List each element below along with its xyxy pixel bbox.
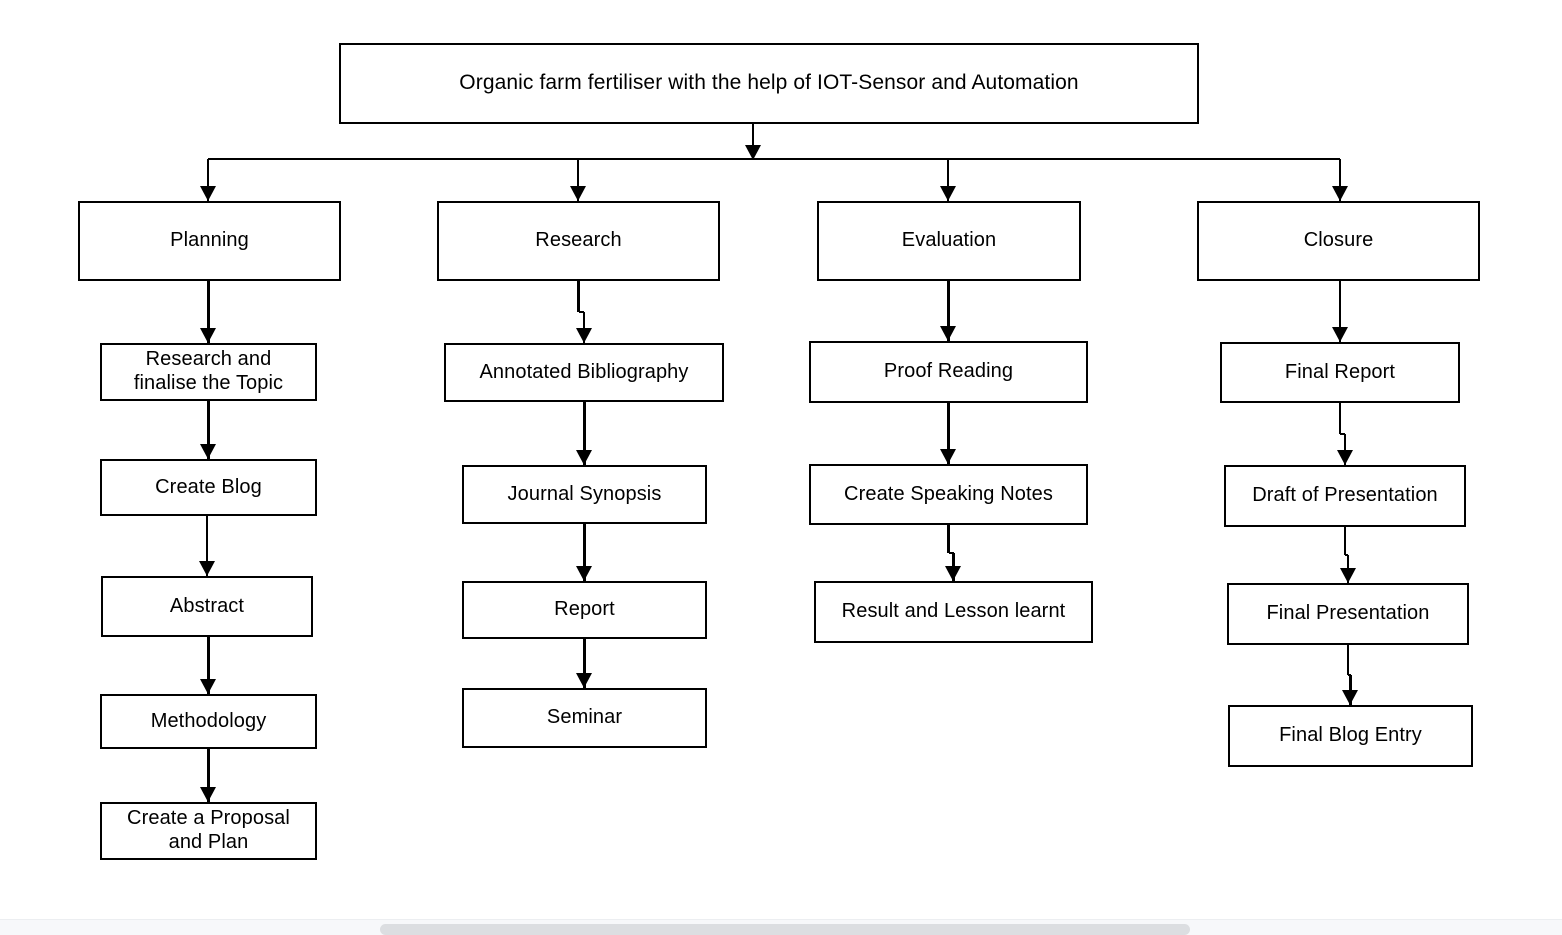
task-evaluation-2[interactable]: Result and Lesson learnt: [814, 581, 1093, 643]
task-planning-4[interactable]: Create a Proposal and Plan: [100, 802, 317, 860]
task-planning-3-arrow: [200, 679, 216, 694]
task-research-0-line-b: [582, 312, 586, 343]
task-evaluation-1[interactable]: Create Speaking Notes: [809, 464, 1088, 525]
task-research-2-label: Report: [554, 598, 615, 621]
task-closure-3[interactable]: Final Blog Entry: [1228, 705, 1473, 767]
branch-header-research[interactable]: Research: [437, 201, 720, 281]
task-planning-3-line: [207, 637, 210, 694]
task-research-3[interactable]: Seminar: [462, 688, 707, 748]
task-evaluation-0[interactable]: Proof Reading: [809, 341, 1088, 403]
root-stem: [751, 124, 755, 159]
task-evaluation-2-jog: [948, 551, 954, 555]
task-research-0-jog: [578, 310, 584, 314]
task-closure-3-jog: [1348, 673, 1351, 677]
task-closure-2[interactable]: Final Presentation: [1227, 583, 1469, 645]
root-stem-arrow: [744, 145, 761, 160]
task-closure-0-line: [1338, 281, 1342, 342]
task-research-0-label: Annotated Bibliography: [479, 360, 689, 383]
branch-closure-drop-line: [1338, 159, 1342, 201]
task-planning-4-arrow: [200, 787, 216, 802]
branch-research-drop-line: [576, 159, 580, 201]
task-planning-0[interactable]: Research and finalise the Topic: [100, 343, 317, 401]
branch-research-drop-arrow: [569, 186, 586, 201]
branch-planning-drop-line: [206, 159, 210, 201]
task-planning-2-line: [205, 516, 209, 576]
task-evaluation-1-label: Create Speaking Notes: [844, 482, 1053, 505]
task-research-2[interactable]: Report: [462, 581, 707, 639]
branch-header-evaluation[interactable]: Evaluation: [817, 201, 1081, 281]
task-planning-1-label: Create Blog: [155, 475, 262, 498]
task-research-2-line: [583, 524, 586, 581]
branch-header-evaluation-label: Evaluation: [901, 229, 997, 252]
task-research-3-label: Seminar: [546, 706, 623, 729]
branch-closure-drop-arrow: [1331, 186, 1348, 201]
bottom-bar: [0, 919, 1562, 935]
root-node[interactable]: Organic farm fertiliser with the help of…: [339, 43, 1199, 124]
task-evaluation-0-line: [947, 281, 950, 341]
task-closure-3-label: Final Blog Entry: [1279, 724, 1422, 747]
task-planning-4-label: Create a Proposal and Plan: [127, 807, 290, 853]
task-planning-0-line: [207, 281, 210, 343]
task-planning-2[interactable]: Abstract: [101, 576, 313, 637]
horizontal-scrollbar-thumb[interactable]: [380, 924, 1190, 935]
task-research-1-label: Journal Synopsis: [507, 482, 662, 505]
task-closure-0-arrow: [1331, 327, 1348, 342]
task-evaluation-2-label: Result and Lesson learnt: [841, 600, 1066, 623]
task-research-2-arrow: [576, 566, 592, 581]
task-planning-0-label: Research and finalise the Topic: [133, 348, 284, 394]
task-research-0-line-a: [577, 281, 580, 312]
task-closure-1[interactable]: Draft of Presentation: [1224, 465, 1466, 527]
branch-header-planning[interactable]: Planning: [78, 201, 341, 281]
task-research-0-arrow: [575, 328, 592, 343]
task-evaluation-0-label: Proof Reading: [883, 360, 1014, 383]
task-research-1[interactable]: Journal Synopsis: [462, 465, 707, 524]
task-planning-1-line: [207, 401, 210, 459]
task-research-3-line: [583, 639, 586, 688]
task-research-1-arrow: [576, 450, 592, 465]
task-planning-2-arrow: [198, 561, 215, 576]
task-closure-1-line-b: [1343, 434, 1347, 465]
task-closure-0[interactable]: Final Report: [1220, 342, 1460, 403]
task-closure-1-arrow: [1336, 450, 1353, 465]
branch-evaluation-drop-arrow: [939, 186, 956, 201]
task-evaluation-0-arrow: [940, 326, 956, 341]
branch-planning-drop-arrow: [199, 186, 216, 201]
task-evaluation-1-line: [947, 403, 950, 464]
task-planning-4-line: [207, 749, 210, 802]
task-planning-1[interactable]: Create Blog: [100, 459, 317, 516]
task-closure-2-label: Final Presentation: [1266, 602, 1430, 625]
task-planning-0-arrow: [200, 328, 216, 343]
branch-header-closure-label: Closure: [1303, 229, 1374, 252]
branch-header-research-label: Research: [535, 229, 622, 252]
task-research-0[interactable]: Annotated Bibliography: [444, 343, 724, 402]
task-evaluation-1-arrow: [940, 449, 956, 464]
task-evaluation-2-line-a: [947, 525, 950, 553]
task-closure-1-label: Draft of Presentation: [1252, 484, 1438, 507]
task-research-3-arrow: [576, 673, 592, 688]
task-closure-1-jog: [1340, 432, 1345, 436]
task-closure-2-arrow: [1339, 568, 1356, 583]
task-planning-2-label: Abstract: [169, 594, 245, 617]
root-node-label: Organic farm fertiliser with the help of…: [459, 71, 1079, 95]
task-closure-2-line-a: [1343, 527, 1347, 555]
task-planning-1-arrow: [200, 444, 216, 459]
task-closure-0-label: Final Report: [1284, 360, 1396, 383]
task-research-1-line: [583, 402, 586, 465]
task-evaluation-2-arrow: [945, 566, 961, 581]
branch-evaluation-drop-line: [946, 159, 950, 201]
task-planning-3-label: Methodology: [150, 709, 267, 732]
task-planning-3[interactable]: Methodology: [100, 694, 317, 749]
distribution-bus: [208, 157, 1340, 161]
task-closure-3-arrow: [1342, 690, 1358, 705]
task-closure-2-jog: [1345, 553, 1348, 557]
task-closure-1-line-a: [1338, 403, 1342, 434]
branch-header-closure[interactable]: Closure: [1197, 201, 1480, 281]
task-closure-3-line-a: [1346, 645, 1350, 675]
branch-header-planning-label: Planning: [170, 229, 249, 252]
